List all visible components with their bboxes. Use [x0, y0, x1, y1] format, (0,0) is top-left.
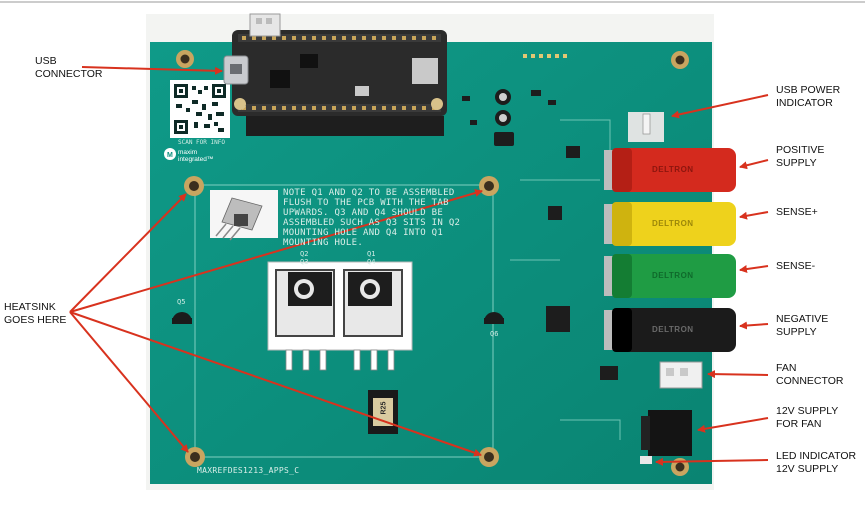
callout-line: 12V SUPPLY	[776, 463, 839, 475]
note-line: NOTE Q1 AND Q2 TO BE ASSEMBLED	[283, 188, 455, 198]
callout-line: HEATSINK	[4, 301, 56, 313]
callout-led-indicator: LED INDICATOR 12V SUPPLY	[776, 450, 856, 476]
callout-line: USB	[35, 55, 57, 67]
label-q3: Q3	[300, 258, 309, 266]
label-q5: Q5	[177, 298, 186, 306]
callout-fan-connector: FAN CONNECTOR	[776, 362, 843, 388]
assembly-note: NOTE Q1 AND Q2 TO BE ASSEMBLED FLUSH TO …	[283, 188, 460, 248]
callout-12v-supply-fan: 12V SUPPLY FOR FAN	[776, 405, 838, 431]
brand-text: maxim integrated™	[178, 149, 213, 163]
mounting-holes	[176, 50, 689, 476]
callout-line: GOES HERE	[4, 314, 67, 326]
callout-line: 12V SUPPLY	[776, 405, 839, 417]
scan-label: SCAN FOR INFO	[178, 139, 225, 146]
callout-heatsink: HEATSINK GOES HERE	[4, 301, 66, 327]
callout-usb-power-indicator: USB POWER INDICATOR	[776, 84, 840, 110]
power-transistors	[267, 261, 413, 371]
callout-sense-minus: SENSE-	[776, 260, 816, 272]
note-line: MOUNTING HOLE AND Q4 INTO Q1	[283, 228, 444, 238]
resistor-code: R25	[380, 401, 388, 415]
label-q2: Q2	[300, 250, 309, 258]
brand-line: maxim	[178, 149, 198, 156]
label-q4: Q4	[367, 258, 376, 266]
plug-brand-red: DELTRON	[652, 165, 694, 174]
callout-line: USB POWER	[776, 84, 841, 96]
note-line: ASSEMBLED SUCH AS Q3 SITS IN Q2	[283, 218, 461, 228]
callout-line: CONNECTOR	[35, 68, 103, 80]
barrel-jack	[648, 410, 692, 456]
brand-logo-icon	[164, 148, 176, 160]
label-q1: Q1	[367, 250, 376, 258]
note-line: MOUNTING HOLE.	[283, 238, 364, 248]
svg-text:M: M	[167, 152, 173, 159]
callout-sense-plus: SENSE+	[776, 206, 818, 218]
label-q6: Q6	[490, 330, 499, 338]
callout-positive-supply: POSITIVE SUPPLY	[776, 144, 824, 170]
callout-line: FOR FAN	[776, 418, 822, 430]
callout-line: INDICATOR	[776, 97, 833, 109]
plug-brand-green: DELTRON	[652, 271, 694, 280]
callout-line: POSITIVE	[776, 144, 825, 156]
callout-line: FAN	[776, 362, 797, 374]
plug-brand-black: DELTRON	[652, 325, 694, 334]
microcontroller-module	[232, 13, 447, 136]
board-id: MAXREFDES1213_APPS_C	[197, 466, 300, 475]
callout-arrows	[69, 66, 769, 466]
led-12v	[640, 456, 652, 464]
note-line: FLUSH TO THE PCB WITH THE TAB	[283, 198, 449, 208]
binding-posts	[604, 148, 736, 352]
callout-line: SUPPLY	[776, 326, 817, 338]
callout-negative-supply: NEGATIVE SUPPLY	[776, 313, 828, 339]
callout-line: CONNECTOR	[776, 375, 844, 387]
brand-line: integrated™	[178, 156, 214, 163]
transistor-illustration	[210, 190, 278, 241]
callout-line: LED INDICATOR	[776, 450, 857, 462]
callout-line: SUPPLY	[776, 157, 817, 169]
note-line: UPWARDS. Q3 AND Q4 SHOULD BE	[283, 208, 444, 218]
plug-brand-yellow: DELTRON	[652, 219, 694, 228]
callout-line: NEGATIVE	[776, 313, 829, 325]
callout-usb-connector: USB CONNECTOR	[35, 55, 102, 81]
